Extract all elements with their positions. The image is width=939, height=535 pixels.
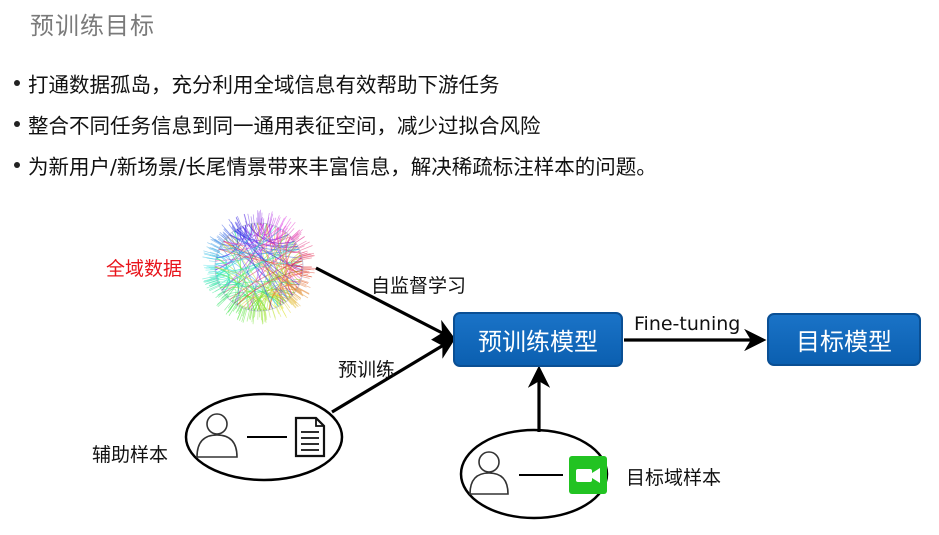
- self-supervised-arrow: [315, 266, 456, 341]
- bullet-text: 打通数据孤岛，充分利用全域信息有效帮助下游任务: [28, 72, 500, 97]
- network-graph-icon: [202, 209, 317, 325]
- bullet-dot: [14, 79, 20, 86]
- pretrain-model-box: 预训练模型: [453, 312, 623, 367]
- bullet-text: 为新用户/新场景/长尾情景带来丰富信息，解决稀疏标注样本的问题。: [28, 154, 657, 179]
- page-title: 预训练目标: [30, 12, 155, 40]
- finetune-label: Fine-tuning: [634, 313, 741, 335]
- self-supervised-label: 自监督学习: [371, 275, 467, 297]
- aux-sample-ellipse: [184, 392, 344, 482]
- bullet-item: 为新用户/新场景/长尾情景带来丰富信息，解决稀疏标注样本的问题。: [14, 144, 914, 185]
- bullet-item: 整合不同任务信息到同一通用表征空间，减少过拟合风险: [14, 103, 914, 144]
- document-icon: [294, 416, 326, 458]
- bullet-item: 打通数据孤岛，充分利用全域信息有效帮助下游任务: [14, 62, 914, 103]
- aux-sample-label: 辅助样本: [92, 444, 169, 466]
- pretrain-arrow: [331, 337, 456, 414]
- bullet-dot: [14, 120, 20, 127]
- target-model-box: 目标模型: [767, 313, 921, 366]
- bullet-dot: [14, 161, 20, 168]
- video-camera-icon: [569, 456, 607, 494]
- user-icon: [469, 451, 509, 495]
- bullet-text: 整合不同任务信息到同一通用表征空间，减少过拟合风险: [28, 113, 541, 138]
- pretrain-label: 预训练: [338, 359, 396, 381]
- target-domain-label: 目标域样本: [626, 467, 722, 489]
- bullet-list: 打通数据孤岛，充分利用全域信息有效帮助下游任务 整合不同任务信息到同一通用表征空…: [14, 62, 914, 185]
- global-data-label: 全域数据: [106, 258, 183, 280]
- user-icon: [196, 413, 238, 458]
